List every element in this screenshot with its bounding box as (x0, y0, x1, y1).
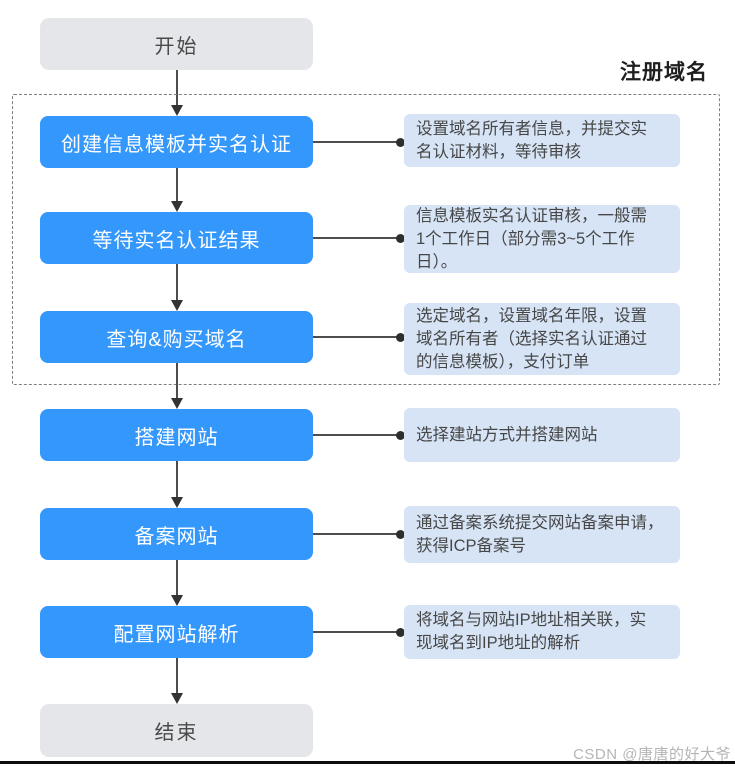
arrow-head-icon (170, 300, 183, 311)
arrow-line (175, 658, 178, 693)
connector-line-4 (313, 434, 400, 436)
csdn-watermark: CSDN @唐唐的好大爷 (573, 746, 731, 763)
connector-line-2 (313, 237, 400, 239)
connector-dot-icon (396, 138, 405, 147)
arrow-line (175, 264, 178, 300)
connector-dot-icon (396, 530, 405, 539)
connector-line-3 (313, 336, 400, 338)
arrow-line (175, 168, 178, 201)
step-desc-2: 信息模板实名认证审核，一般需 1个工作日（部分需3~5个工作 日）。 (404, 205, 680, 273)
step-desc-6: 将域名与网站IP地址相关联，实 现域名到IP地址的解析 (404, 605, 680, 659)
arrow-head-icon (170, 595, 183, 606)
arrow-step6-to-end (170, 658, 183, 704)
arrow-head-icon (170, 693, 183, 704)
arrow-head-icon (170, 105, 183, 116)
arrow-head-icon (170, 201, 183, 212)
connector-line-1 (313, 141, 400, 143)
start-node: 开始 (40, 18, 313, 70)
step-record-website: 备案网站 (40, 508, 313, 560)
connector-dot-icon (396, 628, 405, 637)
arrow-step1-to-step2 (170, 168, 183, 212)
arrow-head-icon (170, 497, 183, 508)
step-wait-realname-result: 等待实名认证结果 (40, 212, 313, 264)
step-desc-4: 选择建站方式并搭建网站 (404, 408, 680, 462)
connector-dot-icon (396, 431, 405, 440)
arrow-line (175, 560, 178, 595)
step-desc-3: 选定域名，设置域名年限，设置 域名所有者（选择实名认证通过 的信息模板），支付订… (404, 303, 680, 375)
arrow-line (175, 70, 178, 105)
step-build-website: 搭建网站 (40, 409, 313, 461)
arrow-line (175, 461, 178, 497)
register-domain-group-box (12, 94, 720, 385)
step-create-info-template: 创建信息模板并实名认证 (40, 116, 313, 168)
connector-dot-icon (396, 234, 405, 243)
register-domain-group-label: 注册域名 (620, 61, 708, 84)
arrow-start-to-step1 (170, 70, 183, 116)
connector-line-5 (313, 533, 400, 535)
bottom-border-bar (0, 761, 735, 764)
arrow-step2-to-step3 (170, 264, 183, 311)
arrow-step4-to-step5 (170, 461, 183, 508)
step-configure-dns: 配置网站解析 (40, 606, 313, 658)
arrow-step5-to-step6 (170, 560, 183, 606)
step-desc-1: 设置域名所有者信息，并提交实 名认证材料，等待审核 (404, 114, 680, 167)
arrow-step3-to-step4 (170, 363, 183, 409)
arrow-head-icon (170, 398, 183, 409)
end-node: 结束 (40, 704, 313, 757)
connector-dot-icon (396, 333, 405, 342)
step-desc-5: 通过备案系统提交网站备案申请， 获得ICP备案号 (404, 506, 680, 563)
step-query-buy-domain: 查询&购买域名 (40, 311, 313, 363)
arrow-line (175, 363, 178, 398)
connector-line-6 (313, 631, 400, 633)
